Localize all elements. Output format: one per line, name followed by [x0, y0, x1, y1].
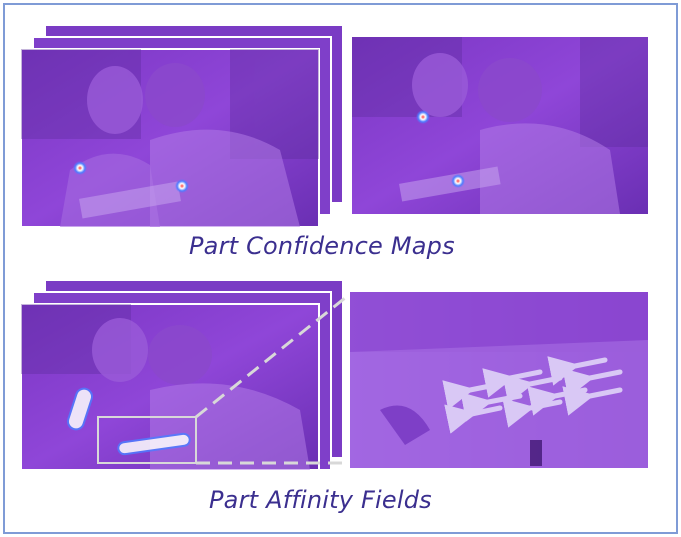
zoom-connector-top: [195, 292, 351, 419]
confidence-map-stack: [20, 24, 344, 228]
confidence-peak-wrist: [451, 174, 465, 188]
affinity-field-detail: [350, 292, 648, 468]
confidence-peak-wrist-left: [73, 161, 87, 175]
caption-affinity-fields: Part Affinity Fields: [209, 486, 432, 514]
person-right-body: [150, 129, 300, 227]
confidence-peak-wrist-right: [175, 179, 189, 193]
person-left-head: [87, 66, 143, 134]
confidence-map-detail: [352, 37, 648, 214]
affinity-field-stack: [20, 279, 351, 471]
affinity-vector-field: [442, 356, 623, 434]
affinity-limb-forearm: [66, 387, 94, 431]
confidence-peak-hand: [416, 110, 430, 124]
zoom-region-box: [97, 416, 197, 464]
caption-confidence-maps: Part Confidence Maps: [189, 232, 455, 260]
affinity-limb-hand: [117, 432, 191, 456]
person-right-head: [145, 63, 205, 127]
